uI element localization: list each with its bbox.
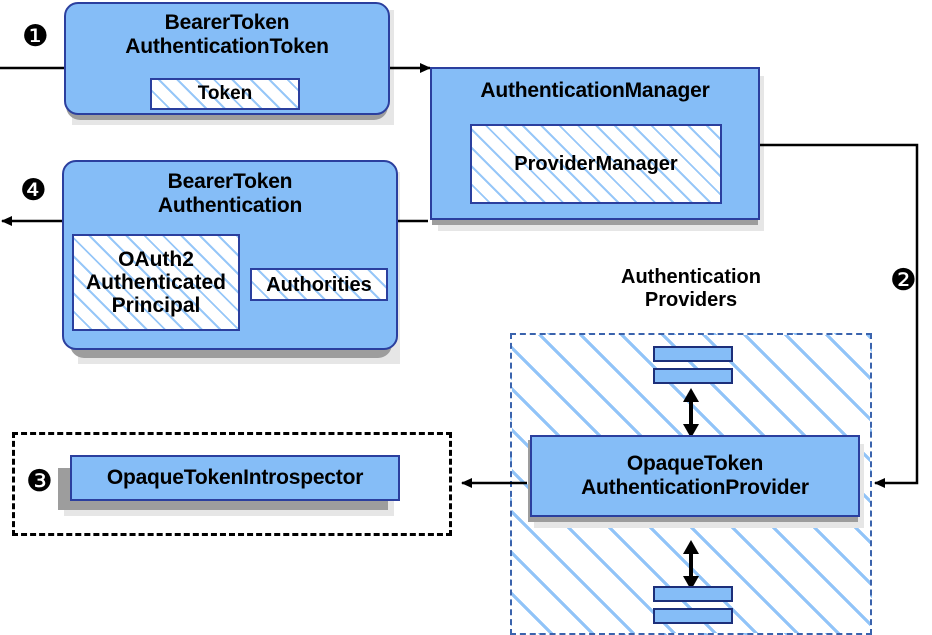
node-title: OpaqueTokenIntrospector [106,466,364,490]
subbox-provider-manager[interactable]: ProviderManager [470,124,722,204]
node-title: AuthenticationManager [480,79,710,102]
introspector-group [12,432,452,536]
interface-bar-top-1 [653,346,733,362]
double-arrow-top [683,388,699,438]
subbox-token[interactable]: Token [150,78,300,110]
interface-bar-bottom-2 [653,608,733,624]
node-title: OpaqueToken AuthenticationProvider [581,452,809,499]
node-opaque-token-authentication-provider[interactable]: OpaqueToken AuthenticationProvider [530,435,860,517]
node-opaque-token-introspector[interactable]: OpaqueTokenIntrospector [70,455,400,501]
step-marker-1: ❶ [22,19,49,54]
interface-bar-top-2 [653,368,733,384]
node-title: BearerToken AuthenticationToken [125,11,329,58]
authentication-providers-label: Authentication Providers [621,266,761,311]
subbox-authorities[interactable]: Authorities [250,268,388,301]
subbox-oauth2-authenticated-principal[interactable]: OAuth2 Authenticated Principal [72,234,240,331]
wire-manager-to-provider [760,143,919,488]
interface-bar-bottom-1 [653,586,733,602]
step-marker-4: ❹ [20,173,47,208]
double-arrow-bottom [683,540,699,590]
step-marker-3: ❸ [26,464,53,499]
node-title: BearerToken Authentication [157,170,303,217]
step-marker-2: ❷ [890,263,917,298]
